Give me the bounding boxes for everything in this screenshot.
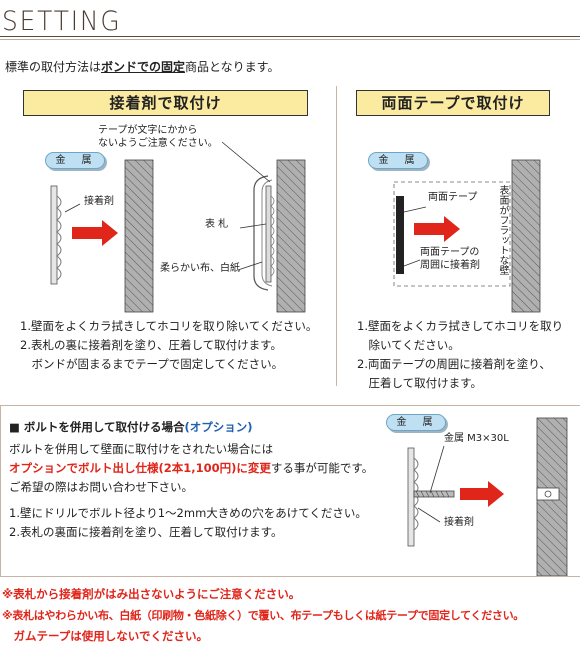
option-section: [0, 405, 580, 577]
adhesive-method-title: 接着剤で取付け: [23, 90, 308, 116]
tape-adhesive-line-1: 両面テープの: [420, 247, 480, 258]
option-line-2: オプションでボルト出し仕様(2本1,100円)に変更する事が可能です。: [9, 459, 373, 478]
metal-label-right: 金 属: [368, 152, 428, 169]
caution-notes: ※表札から接着剤がはみ出さないようにご注意ください。 ※表札はやわらかい布、白紙…: [2, 584, 524, 647]
metal-label-option: 金 属: [386, 414, 446, 431]
option-title: ■ ボルトを併用して取付ける場合(オプション): [9, 419, 253, 435]
intro-emphasis: ボンドでの固定: [101, 60, 186, 74]
right-step-1: 1.壁面をよくカラ拭きしてホコリを取り: [357, 319, 564, 333]
right-step-2-cont: 圧着して取付けます。: [357, 376, 483, 390]
double-tape-plate: [396, 196, 404, 274]
panel-divider: [336, 86, 337, 386]
option-line-3: ご希望の際はお問い合わせ下さい。: [9, 480, 193, 494]
adhesive-label-option: 接着剤: [444, 517, 474, 528]
left-step-2: 2.表札の裏に接着剤を塗り、圧着して取付けます。: [20, 338, 283, 352]
tape-caution-line-2: ないようご注意ください。: [98, 138, 218, 149]
option-body: ボルトを併用して壁面に取付けをされたい場合には オプションでボルト出し仕様(2本…: [9, 440, 373, 497]
option-step-2: 2.表札の裏面に接着剤を塗り、圧着して取付けます。: [9, 525, 283, 539]
wall-right: [511, 159, 541, 313]
tape-caution-line-1: テープが文字にかから: [98, 125, 198, 136]
metal-label-left: 金 属: [45, 152, 105, 169]
caution-note-3: ガムテープは使用しないでください。: [2, 629, 208, 643]
installed-plate: [265, 185, 272, 283]
intro-suffix: 商品となります。: [185, 60, 280, 74]
intro-text: 標準の取付方法はボンドでの固定商品となります。: [5, 58, 279, 75]
red-arrow-left: [72, 220, 118, 246]
right-steps: 1.壁面をよくカラ拭きしてホコリを取り 除いてください。 2.両面テープの周囲に…: [357, 317, 563, 393]
option-highlight: オプションでボルト出し仕様(2本1,100円)に変更: [9, 461, 271, 475]
flat-surface-outline: [393, 181, 511, 287]
left-step-1: 1.壁面をよくカラ拭きしてホコリを取り除いてください。: [20, 319, 318, 333]
option-title-text: ■ ボルトを併用して取付ける場合: [9, 420, 185, 434]
left-steps: 1.壁面をよくカラ拭きしてホコリを取り除いてください。 2.表札の裏に接着剤を塗…: [20, 317, 317, 374]
right-step-2: 2.両面テープの周囲に接着剤を塗り、: [357, 357, 551, 371]
option-steps: 1.壁にドリルでボルト径より1～2mm大きめの穴をあけてください。 2.表札の裏…: [9, 504, 367, 542]
option-title-tag: (オプション): [184, 420, 253, 434]
red-arrow-right: [414, 216, 460, 242]
header-rule-light: [0, 39, 580, 40]
flat-wall-note: 表面がフラットな壁: [497, 185, 508, 275]
double-tape-label: 両面テープ: [428, 192, 478, 203]
adhesive-squiggle-left: [56, 195, 62, 281]
right-step-1-cont: 除いてください。: [357, 338, 460, 352]
option-line-1: ボルトを併用して壁面に取付けをされたい場合には: [9, 442, 274, 456]
cloth-label: 柔らかい布、白紙: [160, 263, 240, 274]
tape-caution-callout: テープが文字にかから ないようご注意ください。: [98, 124, 218, 150]
plate-label: 表 札: [205, 219, 229, 230]
page-title: SETTING: [2, 6, 122, 37]
double-tape-method-title: 両面テープで取付け: [356, 90, 550, 116]
bolt-label: 金属 M3×30L: [444, 433, 509, 444]
metal-plate-left: [50, 185, 58, 285]
header-rule: [0, 36, 580, 37]
caution-note-2: ※表札はやわらかい布、白紙（印刷物・色紙除く）で覆い、布テープもしくは紙テープで…: [2, 609, 525, 622]
red-arrow-option: [460, 481, 504, 507]
intro-prefix: 標準の取付方法は: [5, 60, 102, 74]
wall-left-installed: [276, 159, 306, 313]
wall-left: [124, 159, 154, 313]
left-step-2-cont: ボンドが固まるまでテープで固定してください。: [20, 357, 284, 371]
option-line-2-rest: する事が可能です。: [270, 461, 374, 475]
adhesive-label-left: 接着剤: [84, 196, 114, 207]
option-step-1: 1.壁にドリルでボルト径より1～2mm大きめの穴をあけてください。: [9, 506, 367, 520]
tape-adhesive-line-2: 周囲に接着剤: [420, 260, 480, 271]
caution-note-1: ※表札から接着剤がはみ出さないようにご注意ください。: [2, 587, 301, 601]
tape-adhesive-label: 両面テープの 周囲に接着剤: [420, 246, 480, 272]
